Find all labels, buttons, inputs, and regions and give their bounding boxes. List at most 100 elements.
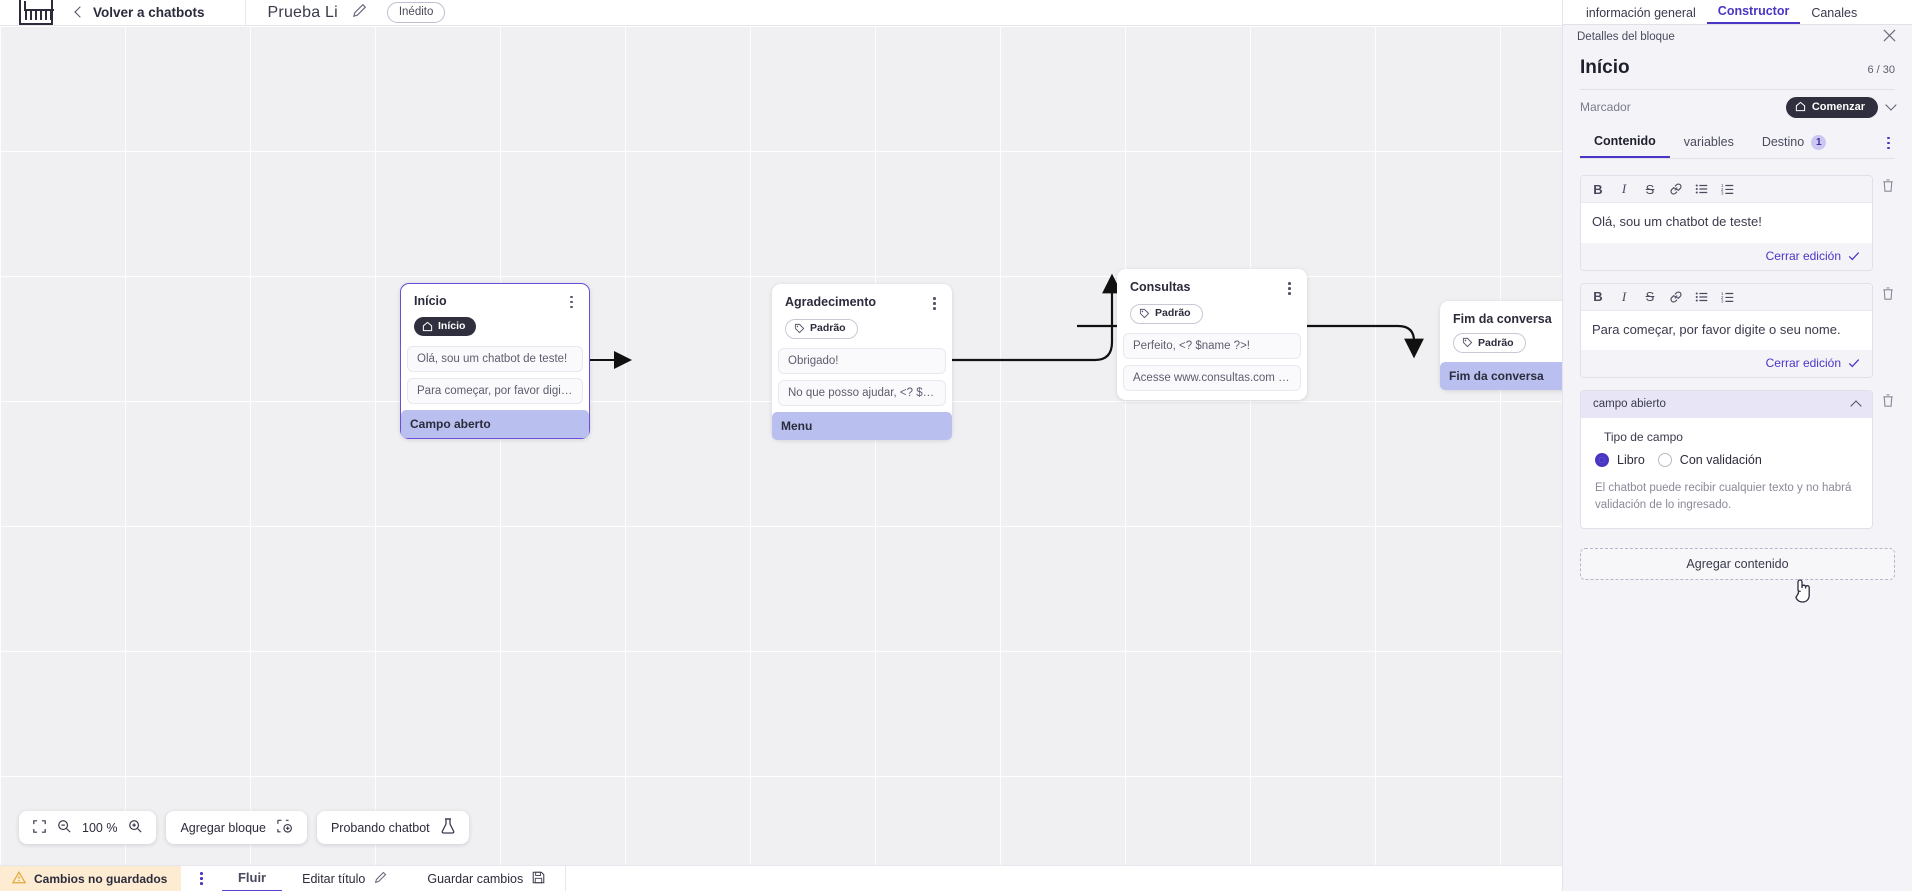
accordion-body: Tipo de campo Libro Con validación <box>1581 418 1872 528</box>
save-changes-button[interactable]: Guardar cambios <box>407 866 565 891</box>
node-rows: Perfeito, <? $name ?>! Acesse www.consul… <box>1117 332 1307 391</box>
node-action-row[interactable]: Menu <box>772 411 952 440</box>
flow-node-agradecimento[interactable]: Agradecimento Padrão Obrigado! No que po… <box>772 284 952 440</box>
campo-abierto-accordion[interactable]: campo abierto Tipo de campo Libro <box>1580 390 1873 530</box>
svg-text:3: 3 <box>1721 298 1724 303</box>
subtab-variables-label: variables <box>1683 135 1734 150</box>
tab-canales[interactable]: Canales <box>1811 5 1858 20</box>
pencil-icon[interactable] <box>352 3 367 23</box>
edit-title-button[interactable]: Editar título <box>282 866 407 891</box>
panel-body: Início 6 / 30 Marcador Comenzar Contenid… <box>1563 49 1912 581</box>
block-count: 6 / 30 <box>1867 64 1895 76</box>
add-content-button[interactable]: Agregar contenido <box>1580 548 1895 581</box>
back-to-chatbots-link[interactable]: Volver a chatbots <box>74 5 205 20</box>
flow-canvas[interactable]: Início Início Olá, sou um chatbot de tes… <box>0 26 1562 865</box>
radio-con-validacion-label: Con validación <box>1679 453 1762 467</box>
node-message-row[interactable]: Acesse www.consultas.com par... <box>1123 364 1301 391</box>
node-message-row[interactable]: Olá, sou um chatbot de teste! <box>407 345 583 372</box>
subtabs-menu-button[interactable] <box>1884 135 1895 152</box>
topbar-divider <box>244 0 246 26</box>
zoom-in-icon[interactable] <box>128 819 143 836</box>
block-details-panel: información general Constructor Canales … <box>1562 0 1912 891</box>
italic-icon[interactable]: I <box>1621 288 1627 304</box>
trash-icon[interactable] <box>1881 175 1895 198</box>
strikethrough-icon[interactable]: S <box>1645 181 1655 197</box>
node-title: Agradecimento <box>785 295 876 309</box>
divider <box>1580 89 1895 90</box>
accordion-title: campo abierto <box>1593 398 1666 410</box>
flow-node-fim-da-conversa[interactable]: Fim da conversa Padrão Fim da conversa <box>1440 301 1562 390</box>
link-icon[interactable] <box>1663 179 1689 199</box>
node-tag-default[interactable]: Padrão <box>785 318 858 339</box>
fit-screen-icon[interactable] <box>33 819 46 836</box>
subtab-contenido[interactable]: Contenido <box>1580 128 1670 158</box>
accordion-header[interactable]: campo abierto <box>1581 391 1872 418</box>
bullet-list-icon[interactable] <box>1689 179 1715 199</box>
close-edit-label: Cerrar edición <box>1765 356 1841 370</box>
trash-icon[interactable] <box>1881 390 1895 413</box>
node-tag-label: Padrão <box>810 322 846 335</box>
flask-icon <box>441 818 455 837</box>
panel-tabs: información general Constructor Canales <box>1563 0 1912 25</box>
radio-libro[interactable]: Libro <box>1595 453 1645 467</box>
zoom-controls[interactable]: 100 % <box>19 811 157 844</box>
node-action-row[interactable]: Campo aberto <box>401 409 589 438</box>
add-block-button[interactable]: Agregar bloque <box>166 811 307 844</box>
editor-text[interactable]: Olá, sou um chatbot de teste! <box>1581 203 1872 243</box>
node-message-row[interactable]: Obrigado! <box>778 347 946 374</box>
add-block-icon <box>277 819 293 837</box>
node-title: Início <box>414 293 447 308</box>
trash-icon[interactable] <box>1881 283 1895 306</box>
flow-node-consultas[interactable]: Consultas Padrão Perfeito, <? $name ?>! … <box>1117 269 1307 400</box>
node-menu-button[interactable] <box>930 295 939 312</box>
bottom-menu-button[interactable] <box>197 870 206 887</box>
bullet-list-icon[interactable] <box>1689 287 1715 307</box>
marker-label: Marcador <box>1580 100 1631 114</box>
chevron-left-icon <box>74 6 86 18</box>
node-message-row[interactable]: No que posso ajudar, <? $name ... <box>778 379 946 406</box>
zoom-level: 100 % <box>82 820 118 835</box>
link-icon[interactable] <box>1663 287 1689 307</box>
unsaved-changes-status: Cambios no guardados <box>0 865 182 891</box>
tab-constructor[interactable]: Constructor <box>1706 4 1801 24</box>
node-tag-label: Padrão <box>1478 336 1514 349</box>
node-menu-button[interactable] <box>1285 280 1294 297</box>
node-tag-default[interactable]: Padrão <box>1130 303 1203 324</box>
test-chatbot-button[interactable]: Probando chatbot <box>316 811 469 844</box>
radio-con-validacion[interactable]: Con validación <box>1657 453 1762 467</box>
tab-fluir[interactable]: Fluir <box>221 866 283 891</box>
marker-pill-comenzar[interactable]: Comenzar <box>1785 96 1878 118</box>
marker-row: Marcador Comenzar <box>1580 90 1897 124</box>
back-to-chatbots-label: Volver a chatbots <box>93 5 205 20</box>
bold-icon[interactable]: B <box>1593 181 1603 197</box>
subtab-variables[interactable]: variables <box>1670 129 1748 157</box>
close-icon[interactable] <box>1883 29 1896 45</box>
app-logo[interactable] <box>0 0 72 26</box>
subtab-destino[interactable]: Destino 1 <box>1748 128 1840 158</box>
node-tag-start[interactable]: Início <box>414 317 477 337</box>
close-edit-button[interactable]: Cerrar edición <box>1581 242 1872 270</box>
close-edit-button[interactable]: Cerrar edición <box>1581 350 1872 377</box>
chevron-up-icon[interactable] <box>1850 399 1862 412</box>
italic-icon[interactable]: I <box>1621 181 1627 196</box>
node-action-row[interactable]: Fim da conversa <box>1440 362 1562 390</box>
node-message-row[interactable]: Para começar, por favor digite o ... <box>407 377 583 404</box>
node-tag-default[interactable]: Padrão <box>1453 333 1526 353</box>
bold-icon[interactable]: B <box>1593 289 1603 304</box>
node-header: Início <box>401 294 589 311</box>
zoom-out-icon[interactable] <box>57 819 71 836</box>
flow-node-inicio[interactable]: Início Início Olá, sou um chatbot de tes… <box>400 283 590 439</box>
field-type-radio-group: Libro Con validación <box>1595 453 1858 467</box>
tab-informacion-general[interactable]: información general <box>1586 5 1696 20</box>
node-menu-button[interactable] <box>567 294 576 311</box>
chevron-down-icon[interactable] <box>1885 99 1897 111</box>
node-message-row[interactable]: Perfeito, <? $name ?>! <box>1123 332 1301 359</box>
editor-text[interactable]: Para começar, por favor digite o seu nom… <box>1581 310 1872 350</box>
strikethrough-icon[interactable]: S <box>1645 289 1655 304</box>
